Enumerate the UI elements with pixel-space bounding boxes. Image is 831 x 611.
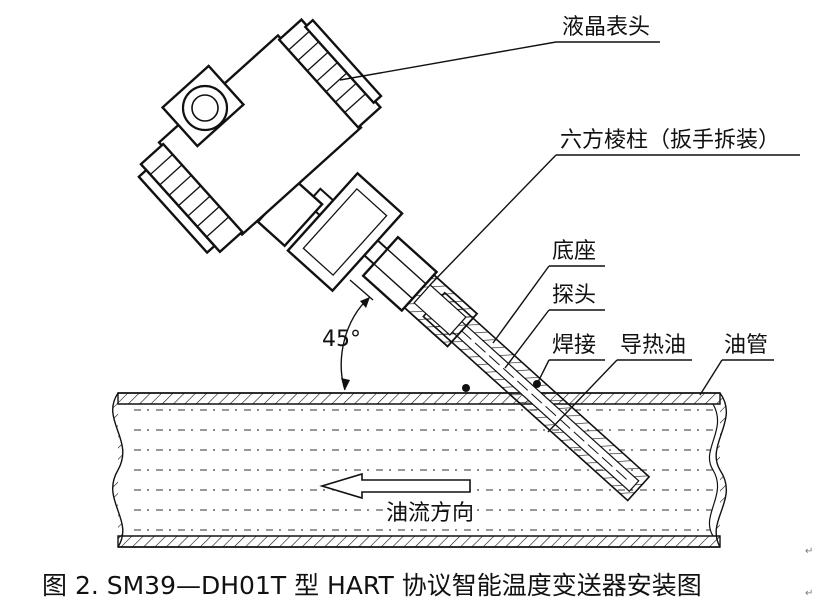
label-base: 底座 [552,239,596,264]
label-thermal-oil: 导热油 [620,333,686,358]
probe-assembly [305,187,651,502]
label-oil-pipe: 油管 [724,333,768,358]
angle-indicator [340,279,374,391]
flow-arrow [319,472,471,500]
figure-caption: 图 2. SM39—DH01T 型 HART 协议智能温度变送器安装图 [42,571,702,600]
leader-lines [339,41,800,433]
label-weld: 焊接 [552,333,596,358]
label-lcd-head: 液晶表头 [562,15,650,40]
label-angle: 45° [322,327,361,352]
transmitter-housing [137,17,404,293]
paragraph-mark-caption: ↵ [805,588,813,599]
label-probe: 探头 [552,283,596,308]
cable-entry [160,64,246,148]
weld-bead-left [462,384,470,392]
label-hex-column: 六方棱柱（扳手拆装） [560,128,780,153]
label-flow-direction: 油流方向 [386,501,474,526]
paragraph-mark-figure: ↵ [805,546,813,557]
